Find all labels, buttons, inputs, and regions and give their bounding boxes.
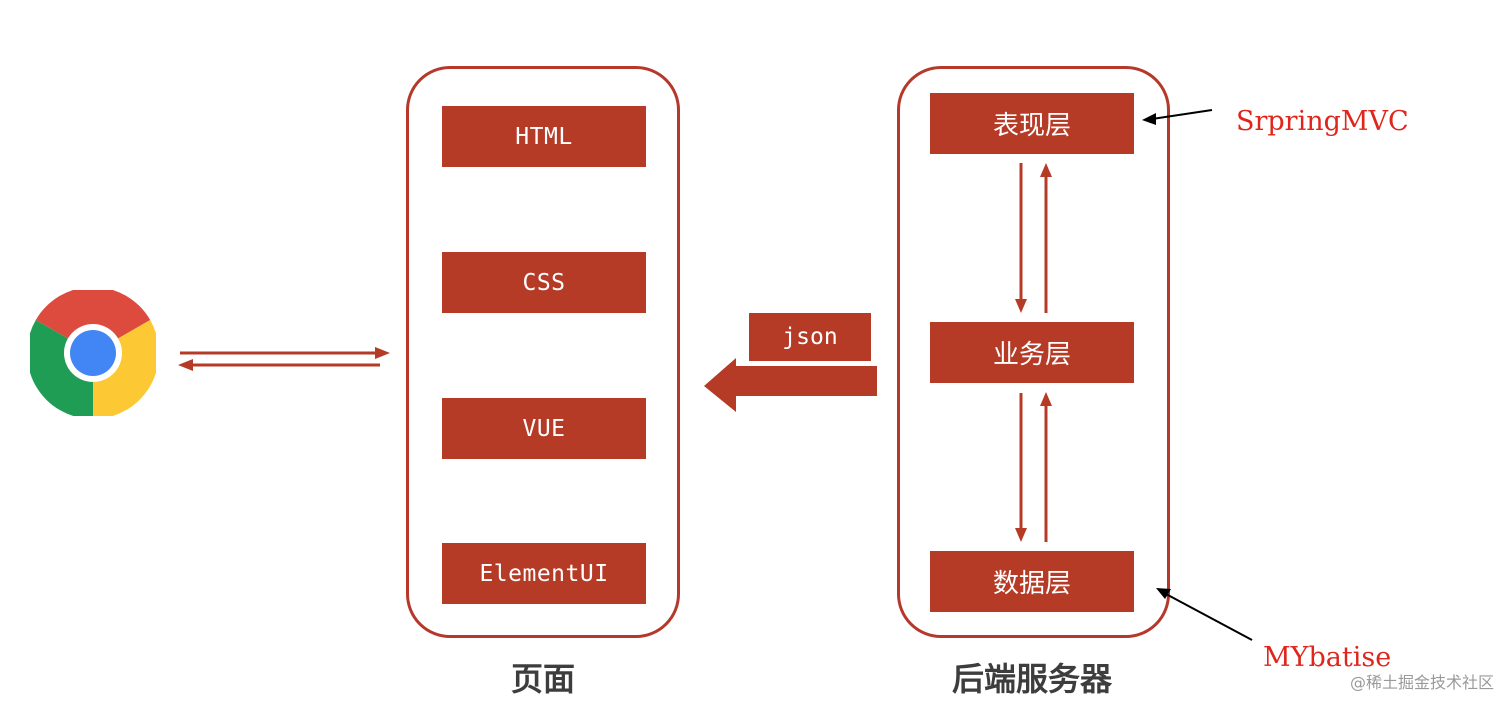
chrome-icon: [30, 290, 156, 416]
springmvc-annotation: SrpringMVC: [1236, 106, 1409, 137]
data-layer: 数据层: [930, 551, 1134, 612]
presentation-layer: 表现层: [930, 93, 1134, 154]
json-arrow: [704, 358, 877, 412]
tech-css: CSS: [442, 252, 646, 313]
tech-html: HTML: [442, 106, 646, 167]
backend-layer-arrows: [1015, 163, 1052, 542]
backend-title: 后端服务器: [951, 660, 1112, 698]
json-label: json: [749, 313, 871, 361]
frontend-title: 页面: [510, 660, 575, 698]
watermark: @稀土掘金技术社区: [1349, 673, 1494, 692]
business-layer: 业务层: [930, 322, 1134, 383]
annotation-arrows: [1142, 109, 1253, 641]
backend-group: [897, 66, 1170, 638]
mybatis-annotation: MYbatise: [1263, 642, 1392, 673]
tech-elementui: ElementUI: [442, 543, 646, 604]
tech-vue: VUE: [442, 398, 646, 459]
browser-connection-arrows: [178, 347, 390, 371]
frontend-group: [406, 66, 680, 638]
